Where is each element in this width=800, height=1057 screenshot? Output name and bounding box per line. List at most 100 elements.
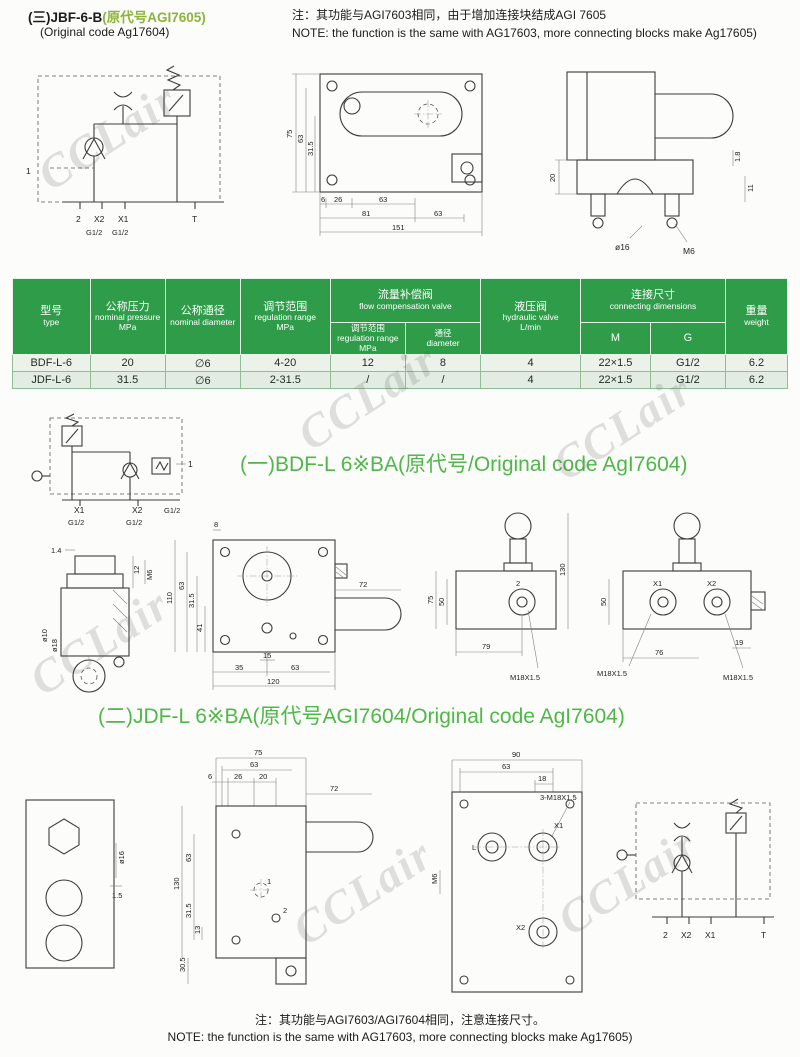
dim-label: 20 bbox=[548, 174, 557, 182]
header-note-en: NOTE: the function is the same with AG17… bbox=[292, 26, 757, 40]
port-label: X1 bbox=[118, 214, 129, 224]
col-type-en: type bbox=[43, 317, 60, 328]
dim-label: 63 bbox=[177, 582, 186, 590]
port-label: X2 bbox=[516, 923, 525, 932]
section1-heading: (一)BDF-L 6※BA(原代号/Original code AgI7604) bbox=[240, 453, 688, 476]
col-hydraulic: 液压阀 hydraulic valve L/min bbox=[480, 277, 582, 356]
col-diameter: 公称通径 nominal diameter bbox=[164, 277, 241, 356]
jdf-block-graphics bbox=[25, 799, 122, 969]
jdf-top-svg: 90 63 18 3-M18X1.5 L X1 X2 M6 bbox=[430, 750, 583, 993]
thread-label: M6 bbox=[430, 874, 439, 884]
col-fcv-range-cn: 调节范围 bbox=[350, 323, 385, 333]
col-pressure: 公称压力 nominal pressure MPa bbox=[89, 277, 166, 356]
port-label: X2 bbox=[681, 930, 692, 940]
cell: 31.5 bbox=[89, 371, 166, 390]
dim-label: 63 bbox=[379, 195, 387, 204]
original-code-label: (原代号AGI7605) bbox=[102, 10, 206, 25]
dim-label: 75 bbox=[426, 596, 435, 604]
thread-label: G1/2 bbox=[112, 228, 128, 237]
port-label: 2 bbox=[76, 214, 81, 224]
port-label: 1 bbox=[188, 459, 193, 469]
dim-label: 18 bbox=[538, 774, 546, 783]
dim-label: 76 bbox=[655, 648, 663, 657]
cell: 6.2 bbox=[724, 354, 789, 373]
bdf-schematic-svg: 1 X1 X2 G1/2 G1/2 G1/2 bbox=[31, 413, 193, 527]
figure-jdf-top-view: 90 63 18 3-M18X1.5 L X1 X2 M6 bbox=[430, 750, 605, 1002]
jdf-front-graphics bbox=[181, 757, 374, 985]
dim-label: 1.8 bbox=[733, 152, 742, 162]
bdf-side-graphics bbox=[60, 549, 146, 693]
spec-table-header: 型号 type 公称压力 nominal pressure MPa 公称通径 n… bbox=[12, 277, 789, 356]
header-note: 注：其功能与AGI7603相同，由于增加连接块结成AGI 7605 NOTE: … bbox=[292, 6, 757, 42]
cell: ∅6 bbox=[164, 371, 241, 390]
figure-bdf-hydraulic-schematic: 1 X1 X2 G1/2 G1/2 G1/2 bbox=[28, 412, 208, 530]
dim-label: 31.5 bbox=[306, 141, 315, 156]
jdf-top-graphics bbox=[439, 759, 583, 993]
dim-label: 75 bbox=[254, 748, 262, 757]
jdf-schematic-graphics bbox=[616, 798, 774, 924]
port-label: 2 bbox=[283, 906, 287, 915]
col-pressure-cn: 公称压力 bbox=[105, 300, 150, 313]
dim-label: 31.5 bbox=[184, 903, 193, 918]
port-label: 1 bbox=[26, 166, 31, 176]
dim-label: 41 bbox=[195, 624, 204, 632]
figure-bdf-front-view: 8 110 63 31.5 41 15 35 63 120 72 bbox=[163, 512, 408, 702]
col-fcv-en: flow compensation valve bbox=[359, 300, 452, 311]
port-label: X1 bbox=[653, 579, 662, 588]
dim-label: 8 bbox=[214, 520, 218, 529]
figure-jdf-block-view: ø16 1.5 bbox=[12, 788, 132, 983]
dim-label: 6 bbox=[208, 772, 212, 781]
col-range: 调节范围 regulation range MPa bbox=[239, 277, 331, 356]
jdf-block-svg: ø16 1.5 bbox=[25, 799, 126, 969]
col-conn-cn: 连接尺寸 bbox=[631, 289, 675, 302]
cell: ∅6 bbox=[164, 354, 241, 373]
dim-label: 12 bbox=[132, 566, 141, 574]
thread-label: M18X1.5 bbox=[510, 673, 540, 682]
col-hydraulic-cn: 液压阀 bbox=[514, 300, 548, 313]
dim-label: 130 bbox=[558, 563, 567, 576]
dim-label: 20 bbox=[259, 772, 267, 781]
table-row: JDF-L-6 31.5 ∅6 2-31.5 / / 4 22×1.5 G1/2… bbox=[12, 371, 789, 390]
col-m: M bbox=[580, 321, 651, 356]
bdf-right1-svg: 2 75 50 130 79 M18X1.5 bbox=[426, 512, 569, 682]
dim-label: 26 bbox=[234, 772, 242, 781]
footer-note-en: NOTE: the function is the same with AG17… bbox=[167, 1030, 633, 1044]
figure-bdf-side-view: 1.4 12 M6 ø10 ø18 bbox=[35, 540, 160, 710]
cell: 4 bbox=[480, 354, 582, 373]
port-label: X1 bbox=[74, 505, 85, 515]
thread-label: M18X1.5 bbox=[597, 669, 627, 678]
cell: 20 bbox=[89, 354, 166, 373]
dim-label: 110 bbox=[165, 592, 174, 604]
figure-jbf-side-view: 20 1.8 11 ø16 M6 bbox=[535, 58, 770, 258]
dim-label: M6 bbox=[145, 570, 154, 580]
col-range-en: regulation range bbox=[254, 312, 316, 323]
thread-label: M18X1.5 bbox=[723, 673, 753, 682]
dim-label: 72 bbox=[330, 784, 338, 793]
footer-note: 注：其功能与AGI7603/AGI7604相同，注意连接尺寸。 NOTE: th… bbox=[0, 1012, 800, 1046]
thread-label: G1/2 bbox=[68, 518, 84, 527]
spec-table-body: BDF-L-6 20 ∅6 4-20 12 8 4 22×1.5 G1/2 6.… bbox=[12, 354, 789, 390]
jbf-side-svg: 20 1.8 11 ø16 M6 bbox=[548, 71, 755, 256]
bdf-front-graphics bbox=[174, 529, 402, 690]
port-label: X2 bbox=[707, 579, 716, 588]
dim-label: 63 bbox=[250, 760, 258, 769]
cell-type: JDF-L-6 bbox=[12, 371, 91, 390]
cell: / bbox=[404, 371, 482, 390]
jdf-schematic-svg: 2 X2 X1 T bbox=[616, 798, 774, 940]
dim-label: 31.5 bbox=[187, 593, 196, 608]
port-label: L bbox=[472, 843, 476, 852]
page-subtitle: (Original code Ag17604) bbox=[40, 25, 170, 39]
dim-label: ø16 bbox=[615, 242, 630, 252]
bdf-side-svg: 1.4 12 M6 ø10 ø18 bbox=[40, 546, 154, 693]
dim-label: 75 bbox=[285, 130, 294, 138]
cell: G1/2 bbox=[649, 371, 726, 390]
col-conn: 连接尺寸 connecting dimensions bbox=[580, 278, 726, 323]
dim-label: 63 bbox=[184, 854, 193, 862]
cell: 22×1.5 bbox=[580, 354, 651, 373]
col-fcv-range: 调节范围 regulation range MPa bbox=[329, 321, 406, 356]
cell: 8 bbox=[404, 354, 482, 373]
thread-label: G1/2 bbox=[86, 228, 102, 237]
col-weight-cn: 重量 bbox=[745, 305, 768, 318]
col-range-unit: MPa bbox=[276, 321, 295, 332]
